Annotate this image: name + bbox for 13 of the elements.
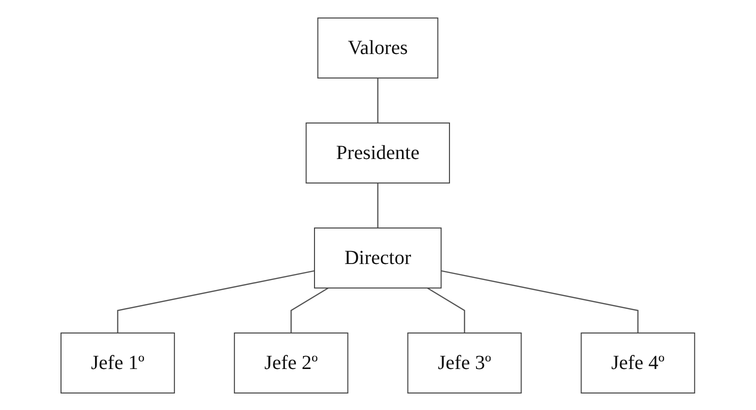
connector: [117, 270, 315, 332]
node-box: Director: [314, 227, 442, 288]
node-box: Jefe 2º: [234, 332, 348, 393]
connector: [377, 78, 379, 122]
node-box: Jefe 4º: [580, 332, 696, 393]
node-box: Valores: [318, 17, 438, 78]
connector: [427, 286, 466, 332]
connector: [377, 182, 379, 228]
connector: [290, 286, 329, 332]
node-box: Jefe 3º: [408, 332, 522, 393]
connector: [441, 270, 639, 332]
node-box: Jefe 1º: [60, 332, 176, 393]
node-box: Presidente: [306, 122, 450, 183]
